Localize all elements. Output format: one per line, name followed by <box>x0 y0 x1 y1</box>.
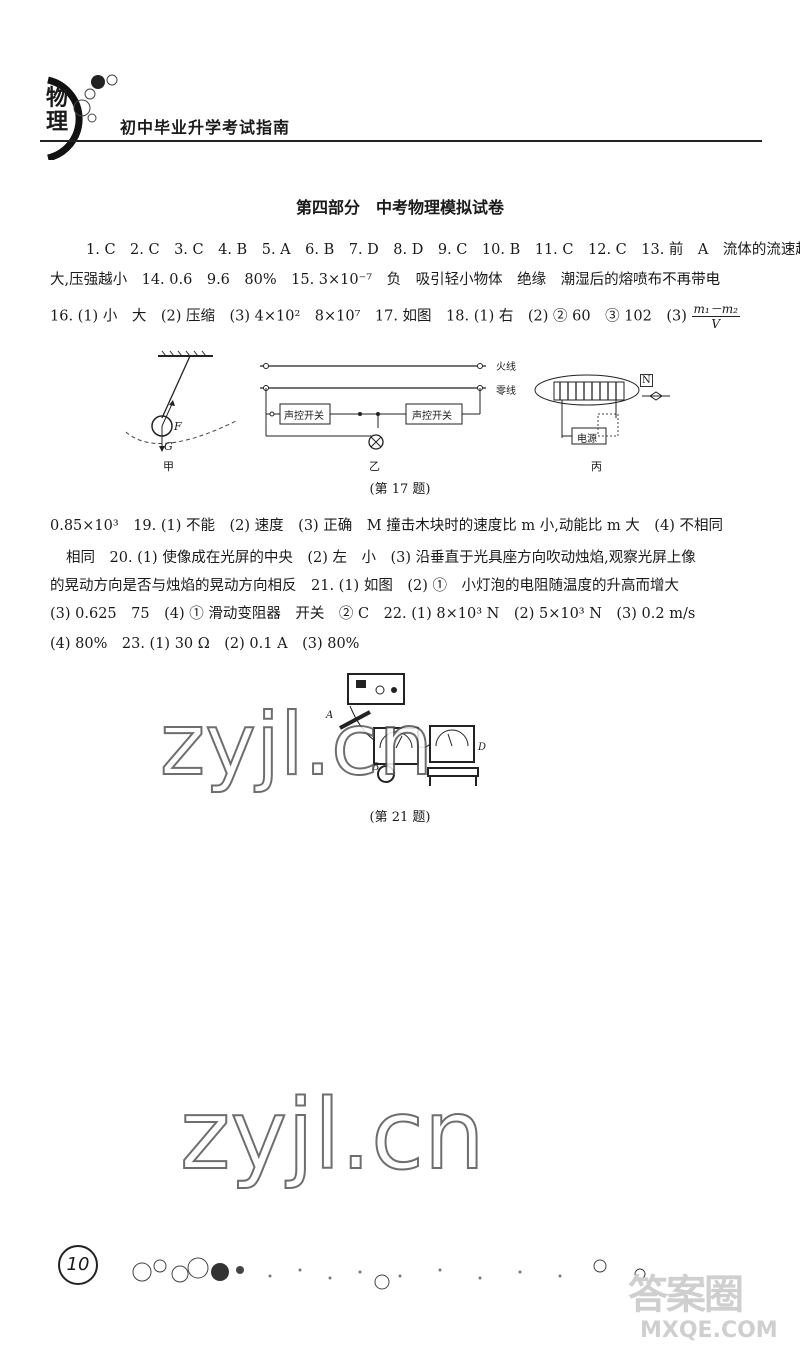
header-divider <box>40 140 762 142</box>
neutral-wire-label: 零线 <box>496 386 516 397</box>
fig21-label-d: D <box>478 742 487 753</box>
answer-line-6: 的晃动方向是否与烛焰的晃动方向相反 21. (1) 如图 (2) ① 小灯泡的电… <box>50 578 679 594</box>
answer-line-8: (4) 80% 23. (1) 30 Ω (2) 0.1 A (3) 80% <box>50 636 360 652</box>
figure-17-panel-a <box>118 350 248 480</box>
footer-decor <box>100 1230 780 1290</box>
series-title: 初中毕业升学考试指南 <box>120 118 291 137</box>
answer-line-2: 大,压强越小 14. 0.6 9.6 80% 15. 3×10⁻⁷ 负 吸引轻小… <box>50 272 721 288</box>
answer-line-1: 1. C 2. C 3. C 4. B 5. A 6. B 7. D 8. D … <box>86 242 800 258</box>
corner-watermark-logo: 答案圈 <box>628 1272 744 1318</box>
panel-b-label: 乙 <box>369 460 380 473</box>
density-formula: m₁－m₂ V <box>691 302 740 331</box>
sound-switch-2-label: 声控开关 <box>412 411 452 422</box>
answer-line-3: 16. (1) 小 大 (2) 压缩 (3) 4×10² 8×10⁷ 17. 如… <box>50 302 780 331</box>
panel-a-label: 甲 <box>163 460 174 473</box>
panel-c-label: 丙 <box>591 460 602 473</box>
north-pole-label: N <box>640 374 653 387</box>
force-g-label: G <box>164 440 173 453</box>
watermark-bottom: zyjl.cn <box>179 1079 486 1191</box>
figure-17-caption: (第 17 题) <box>369 482 431 497</box>
sound-switch-1-label: 声控开关 <box>284 411 324 422</box>
fig21-label-a: A <box>326 710 334 721</box>
fig21-label-b: B <box>372 762 380 773</box>
figure-21-apparatus <box>330 670 490 790</box>
force-f-label: F <box>174 420 182 433</box>
figure-17-panel-b <box>250 356 510 466</box>
corner-watermark-url: MXQE.COM <box>640 1318 778 1343</box>
page-number: 10 <box>58 1245 98 1285</box>
live-wire-label: 火线 <box>496 362 516 373</box>
power-supply-label: 电源 <box>577 434 597 445</box>
answer-line-7: (3) 0.625 75 (4) ① 滑动变阻器 开关 ② C 22. (1) … <box>50 606 696 622</box>
answer-line-4: 0.85×10³ 19. (1) 不能 (2) 速度 (3) 正确 M 撞击木块… <box>50 518 723 534</box>
answer-line-3-text: 16. (1) 小 大 (2) 压缩 (3) 4×10² 8×10⁷ 17. 如… <box>50 308 687 325</box>
watermark-mid: zyjl.cn <box>159 695 434 795</box>
formula-denominator: V <box>711 317 721 331</box>
subject-label: 物理 <box>46 85 69 135</box>
figure-21-caption: (第 21 题) <box>369 810 431 825</box>
section-title: 第四部分 中考物理模拟试卷 <box>295 198 504 217</box>
formula-numerator: m₁－m₂ <box>691 302 740 317</box>
figure-17-panel-c <box>532 368 692 468</box>
header-decor <box>30 70 140 162</box>
answer-line-5: 相同 20. (1) 使像成在光屏的中央 (2) 左 小 (3) 沿垂直于光具座… <box>66 550 696 566</box>
